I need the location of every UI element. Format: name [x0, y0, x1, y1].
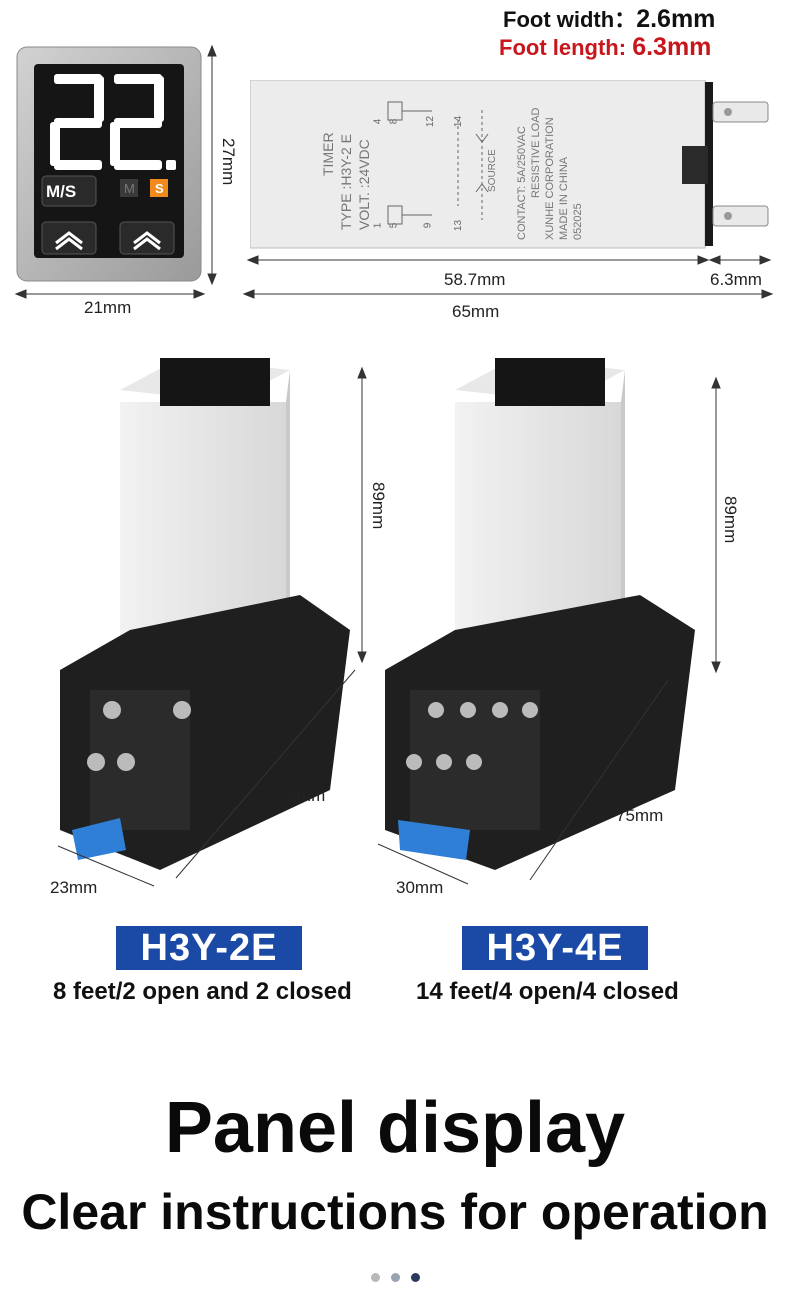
pager-dot-2[interactable] [391, 1273, 400, 1282]
model-badge-h3y-2e: H3Y-2E [116, 926, 302, 970]
label-load: RESISTIVE LOAD [530, 107, 542, 198]
pin-9: 9 [422, 222, 434, 229]
label-timer: TIMER [320, 132, 336, 176]
h3y-2e-height-dim: 89mm [369, 482, 388, 530]
pin-8: 8 [388, 118, 400, 125]
label-code: 052025 [572, 203, 584, 240]
h3y-4e-depth-dim: 75mm [616, 806, 664, 825]
s-indicator: S [155, 181, 164, 196]
model-badge-h3y-4e: H3Y-4E [462, 926, 648, 970]
pager-dot-3[interactable] [411, 1273, 420, 1282]
total-length-dim: 65mm [452, 302, 500, 321]
label-origin: MADE IN CHINA [558, 156, 570, 240]
pager-dot-1[interactable] [371, 1273, 380, 1282]
h3y-4e-width-dim: 30mm [396, 878, 444, 897]
h3y-2e-depth-dim: 75mm [278, 786, 326, 805]
foot-length-dim: 6.3mm [710, 270, 762, 289]
foot-width-value: 2.6mm [636, 5, 716, 33]
h3y-2e-width-dim: 23mm [50, 878, 98, 897]
pin-14: 14 [453, 115, 465, 128]
h3y-4e-description: 14 feet/4 open/4 closed [416, 978, 679, 1005]
label-type: TYPE :H3Y-2 E [338, 134, 354, 230]
headline: Panel display [164, 1088, 626, 1168]
side-view: TIMER TYPE :H3Y-2 E VOLT. :24VDC 4 8 12 … [249, 79, 770, 252]
h3y-4e-render [385, 358, 695, 870]
pin-1: 1 [372, 222, 384, 229]
foot-width-spec: Foot width：2.6mm [503, 2, 715, 34]
h3y-2e-description: 8 feet/2 open and 2 closed [53, 978, 352, 1005]
front-width-dim: 21mm [84, 298, 132, 317]
foot-length-spec: Foot length: 6.3mm [499, 33, 711, 62]
h3y-4e-height-dim: 89mm [721, 496, 740, 544]
side-view-drawing [249, 79, 769, 249]
front-height-dim: 27mm [219, 138, 238, 186]
pin-5: 5 [388, 222, 400, 229]
pin-12: 12 [425, 115, 437, 128]
label-source: SOURCE [487, 149, 498, 192]
pin-13: 13 [453, 219, 465, 232]
front-panel: M/S M S [16, 46, 202, 282]
body-length-dim: 58.7mm [444, 270, 506, 289]
label-contact: CONTACT: 5A/250VAC [516, 126, 528, 240]
ms-button-label: M/S [46, 182, 77, 201]
subheadline: Clear instructions for operation [21, 1184, 769, 1240]
foot-length-value: 6.3mm [632, 33, 712, 61]
label-maker: XUNHE CORPORATION [544, 117, 556, 240]
h3y-2e-render [60, 358, 350, 870]
label-volt: VOLT. :24VDC [356, 139, 372, 230]
pin-4: 4 [372, 118, 384, 125]
foot-length-label: Foot length: [499, 35, 627, 60]
foot-width-label: Foot width： [503, 7, 637, 32]
product-renders [57, 358, 721, 887]
front-panel-drawing [16, 46, 202, 282]
top-dimension-lines [14, 44, 774, 299]
m-indicator: M [124, 181, 135, 196]
